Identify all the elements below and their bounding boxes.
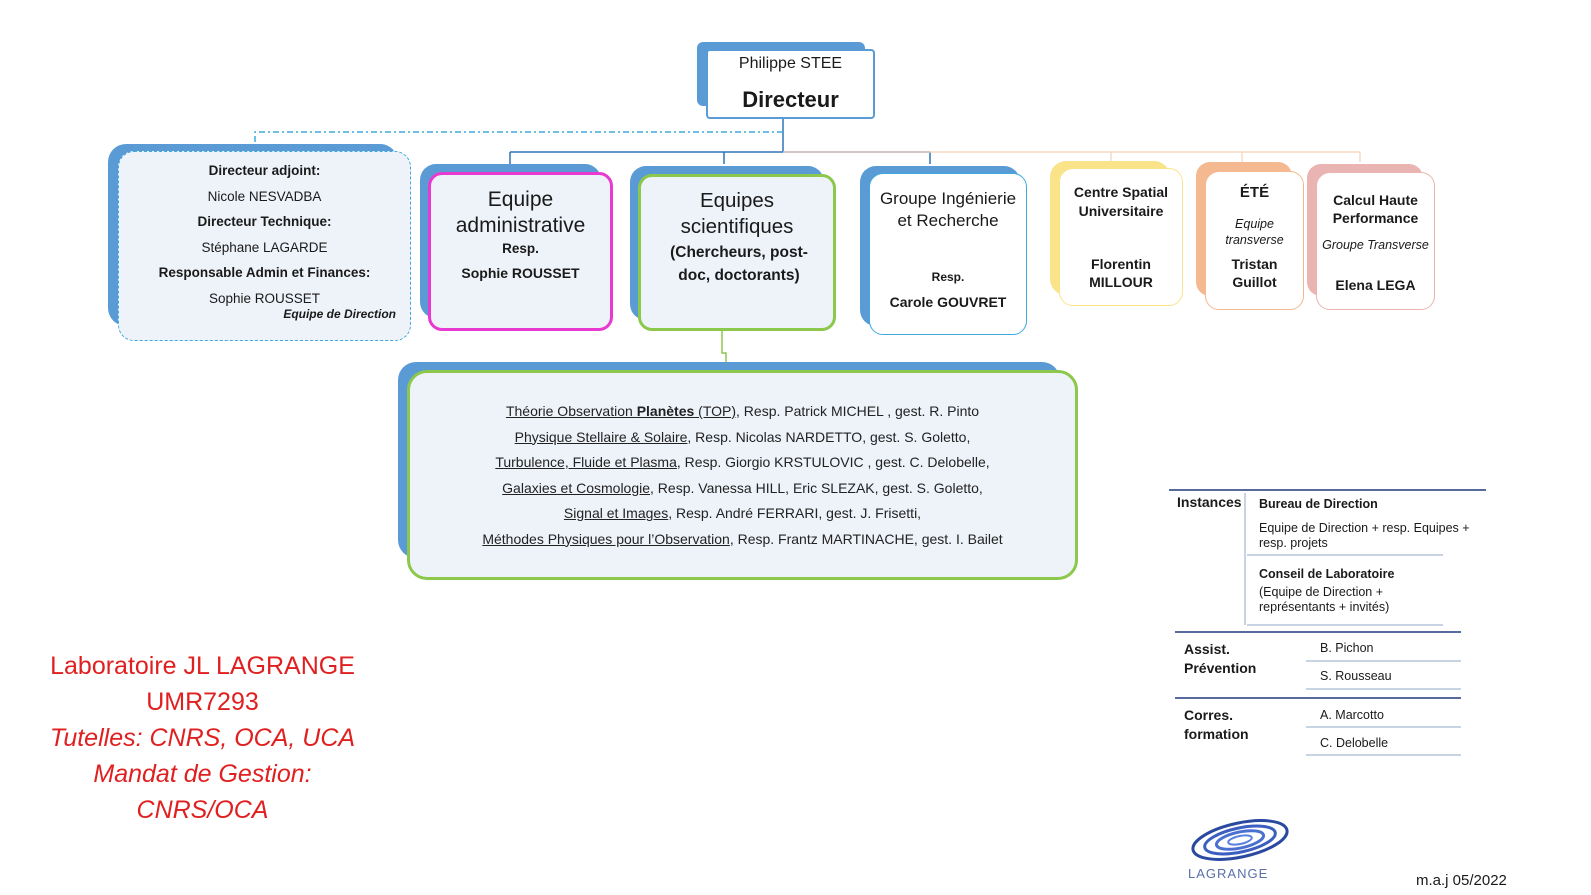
lab-mandat-label: Mandat de Gestion: <box>93 760 312 788</box>
bureau-desc: Equipe de Direction + resp. Equipes + re… <box>1259 521 1470 550</box>
lab-umr: UMR7293 <box>146 688 259 716</box>
update-note: m.a.j 05/2022 <box>1416 872 1507 889</box>
assist-label: Assist. Prévention <box>1184 641 1257 676</box>
sci-group-row: Théorie Observation Planètes (TOP), Resp… <box>410 399 1075 425</box>
lab-tutelles: Tutelles: CNRS, OCA, UCA <box>49 724 356 752</box>
sci-group-row: Turbulence, Fluide et Plasma, Resp. Gior… <box>410 450 1075 476</box>
csu-title: Centre Spatial Universitaire <box>1073 184 1169 219</box>
admin-team-box: Equipe administrative Resp. Sophie ROUSS… <box>428 172 613 331</box>
sci-group-topic-suffix: (TOP) <box>694 403 737 419</box>
corres-name-1: A. Marcotto <box>1320 708 1384 722</box>
sci-group-topic: Théorie Observation <box>505 403 637 419</box>
lab-info: Laboratoire JL LAGRANGE UMR7293 Tutelles… <box>30 648 375 828</box>
chp-title: Calcul Haute Performance <box>1332 192 1419 226</box>
direction-team-caption: Equipe de Direction <box>283 307 396 321</box>
lab-mandat-value: CNRS/OCA <box>136 796 269 824</box>
sci-group-topic: Physique Stellaire & Solaire <box>514 428 688 445</box>
sci-group-topic: Méthodes Physiques pour l’Observation <box>482 530 730 547</box>
admin-finance-name: Sophie ROUSSET <box>208 290 321 306</box>
chp-subtitle: Groupe Transverse <box>1322 238 1429 252</box>
admin-resp-name: Sophie ROUSSET <box>461 265 580 281</box>
chp-box: Calcul Haute Performance Groupe Transver… <box>1316 172 1435 310</box>
chp-name: Elena LEGA <box>1335 277 1416 293</box>
assist-name-1: B. Pichon <box>1320 641 1374 655</box>
sci-teams-box: Equipes scientifiques (Chercheurs, post-… <box>638 174 836 331</box>
csu-name: Florentin MILLOUR <box>1089 256 1153 290</box>
sci-group-topic-bold: Planètes <box>636 403 695 419</box>
connector-sci-groups <box>721 330 727 364</box>
sci-title-2: scientifiques <box>680 215 794 238</box>
sci-group-row: Méthodes Physiques pour l’Observation, R… <box>410 527 1075 553</box>
sci-group-resp: , Resp. Nicolas NARDETTO, gest. S. Golet… <box>687 428 971 445</box>
sci-group-row: Physique Stellaire & Solaire, Resp. Nico… <box>410 425 1075 451</box>
corres-label: Corres. formation <box>1184 707 1249 742</box>
engineering-resp-label: Resp. <box>931 270 965 284</box>
ete-box: ÉTÉ Equipe transverse Tristan Guillot <box>1205 171 1304 310</box>
ete-subtitle: Equipe transverse <box>1225 217 1284 247</box>
connector-direction-dashed <box>254 131 783 146</box>
engineering-box: Groupe Ingénierie et Recherche Resp. Car… <box>869 173 1027 335</box>
sci-group-resp: , Resp. Giorgio KRSTULOVIC , gest. C. De… <box>676 454 990 470</box>
bureau-title: Bureau de Direction <box>1259 497 1378 511</box>
lagrange-logo-icon <box>1191 819 1289 861</box>
sci-group-resp: , Resp. André FERRARI, gest. J. Frisetti… <box>668 505 922 521</box>
conseil-title: Conseil de Laboratoire <box>1259 567 1395 581</box>
director-title: Directeur <box>742 87 839 112</box>
adjoint-name: Nicole NESVADBA <box>207 188 322 204</box>
ete-title: ÉTÉ <box>1239 184 1270 201</box>
tech-name: Stéphane LAGARDE <box>201 239 328 255</box>
sci-groups-box: Théorie Observation Planètes (TOP), Resp… <box>407 370 1078 580</box>
sci-group-topic: Signal et Images <box>563 505 669 521</box>
tech-label: Directeur Technique: <box>197 214 332 229</box>
sci-group-topic: Turbulence, Fluide et Plasma <box>495 454 677 470</box>
sci-group-topic: Galaxies et Cosmologie <box>502 479 651 496</box>
sci-group-row: Signal et Images, Resp. André FERRARI, g… <box>410 501 1075 527</box>
instances-label: Instances <box>1177 494 1242 510</box>
sci-group-row: Galaxies et Cosmologie, Resp. Vanessa HI… <box>410 476 1075 502</box>
ete-name: Tristan Guillot <box>1231 256 1278 290</box>
adjoint-label: Directeur adjoint: <box>208 163 321 178</box>
direction-box: Directeur adjoint: Nicole NESVADBA Direc… <box>118 151 411 341</box>
sci-title-1: Equipes <box>699 189 775 212</box>
director-box: Philippe STEE Directeur <box>706 49 875 119</box>
logo-text: LAGRANGE <box>1188 866 1269 881</box>
engineering-resp-name: Carole GOUVRET <box>889 294 1007 310</box>
lab-name: Laboratoire JL LAGRANGE <box>50 652 355 680</box>
csu-box: Centre Spatial Universitaire Florentin M… <box>1059 168 1183 306</box>
admin-finance-label: Responsable Admin et Finances: <box>158 265 371 280</box>
sci-group-resp: , Resp. Frantz MARTINACHE, gest. I. Bail… <box>729 530 1003 547</box>
sci-group-resp: , Resp. Patrick MICHEL , gest. R. Pinto <box>736 403 980 419</box>
sci-group-resp: , Resp. Vanessa HILL, Eric SLEZAK, gest.… <box>650 479 983 496</box>
assist-name-2: S. Rousseau <box>1320 669 1392 683</box>
admin-resp-label: Resp. <box>502 241 539 256</box>
sci-groups-list: Théorie Observation Planètes (TOP), Resp… <box>410 399 1075 552</box>
admin-team-title: Equipe administrative <box>455 188 586 237</box>
sci-subtitle: (Chercheurs, post-doc, doctorants) <box>670 244 808 284</box>
conseil-desc: (Equipe de Direction + représentants + i… <box>1259 585 1390 614</box>
corres-name-2: C. Delobelle <box>1320 736 1389 750</box>
director-name: Philippe STEE <box>738 55 843 72</box>
engineering-title: Groupe Ingénierie et Recherche <box>879 189 1017 230</box>
